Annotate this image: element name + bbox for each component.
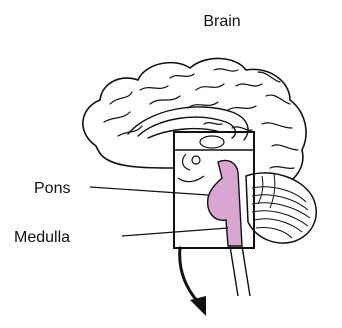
brainstem-highlight bbox=[208, 160, 242, 246]
spinal-cord bbox=[230, 246, 250, 296]
diagram-title: Brain bbox=[203, 13, 240, 30]
pons-label: Pons bbox=[34, 180, 70, 197]
cerebellum bbox=[246, 173, 316, 243]
pons-leader-line bbox=[90, 187, 208, 195]
curved-arrow-icon bbox=[180, 248, 206, 316]
medulla-label: Medulla bbox=[14, 229, 70, 246]
